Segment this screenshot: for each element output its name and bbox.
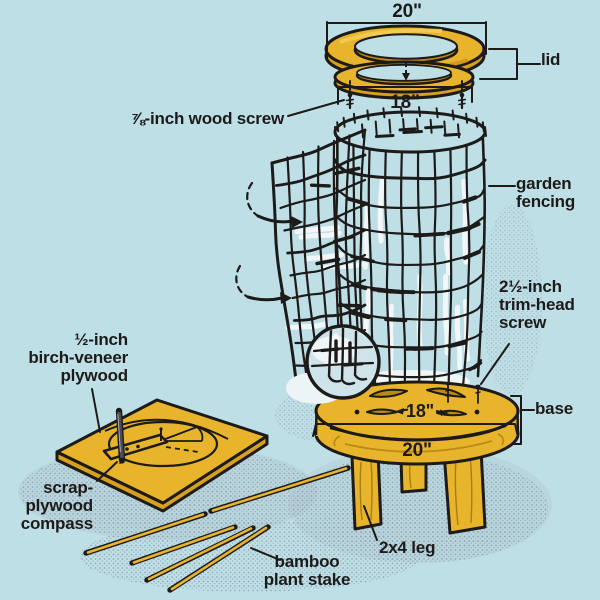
- trim-screw-label: 2½-inch trim-head screw: [499, 277, 575, 333]
- dim-20-base: [312, 423, 519, 438]
- bamboo-stakes: [83, 465, 351, 593]
- trim-screw-line1: 2½-inch: [499, 277, 562, 296]
- bamboo-label: bamboo plant stake: [252, 552, 362, 590]
- trim-screw-line2: trim-head: [499, 295, 575, 315]
- compass-jig: [102, 407, 169, 464]
- leg-leader: [363, 505, 378, 541]
- dim-lid-inner-label: 18": [390, 92, 420, 113]
- bamboo-leader: [250, 547, 281, 561]
- lid-label: lid: [541, 50, 561, 69]
- wood-screw-leader: [287, 99, 345, 117]
- lid-bracket: [479, 48, 541, 80]
- dim-base-inner-label: 18": [406, 401, 434, 421]
- compass-line1: scrap-: [43, 478, 93, 497]
- trim-screw-line3: screw: [499, 313, 547, 333]
- trim-screw-leader: [480, 343, 510, 385]
- dim-20-top: [326, 21, 487, 59]
- wood-screw-label: ⅞-inch wood screw: [130, 109, 285, 128]
- magnifier-detail: [305, 324, 381, 400]
- lid-rings: [324, 24, 486, 100]
- compass-label: scrap- plywood compass: [20, 478, 94, 534]
- garden-fencing-line2: fencing: [516, 192, 576, 212]
- compass-leader: [96, 461, 118, 482]
- garden-fencing-line1: garden: [516, 174, 572, 193]
- dimension-and-leader-lines: [91, 21, 541, 561]
- plywood-line2: birch-veneer: [28, 348, 128, 368]
- plywood-board: [55, 398, 269, 513]
- base-label: base: [535, 399, 573, 418]
- plywood-leader: [91, 388, 101, 433]
- dim-base-outer-label: 20": [402, 440, 432, 461]
- wood-screws: [345, 80, 467, 110]
- trim-head-screws: [445, 382, 481, 404]
- plywood-line3: plywood: [60, 366, 128, 386]
- compass-line3: compass: [20, 514, 94, 534]
- base-bracket: [510, 395, 535, 445]
- leg-label: 2x4 leg: [379, 538, 436, 557]
- compass-line2: plywood: [25, 496, 93, 516]
- wrap-direction-arrows: [235, 181, 303, 304]
- bamboo-line2: plant stake: [263, 570, 351, 590]
- plywood-line1: ½-inch: [74, 330, 128, 349]
- legs-2x4: [350, 447, 487, 535]
- pencil: [115, 407, 126, 464]
- bamboo-line1: bamboo: [274, 552, 340, 571]
- plywood-label: ½-inch birch-veneer plywood: [28, 330, 128, 386]
- dim-lid-outer-label: 20": [392, 1, 422, 22]
- garden-fencing-label: garden fencing: [516, 174, 576, 212]
